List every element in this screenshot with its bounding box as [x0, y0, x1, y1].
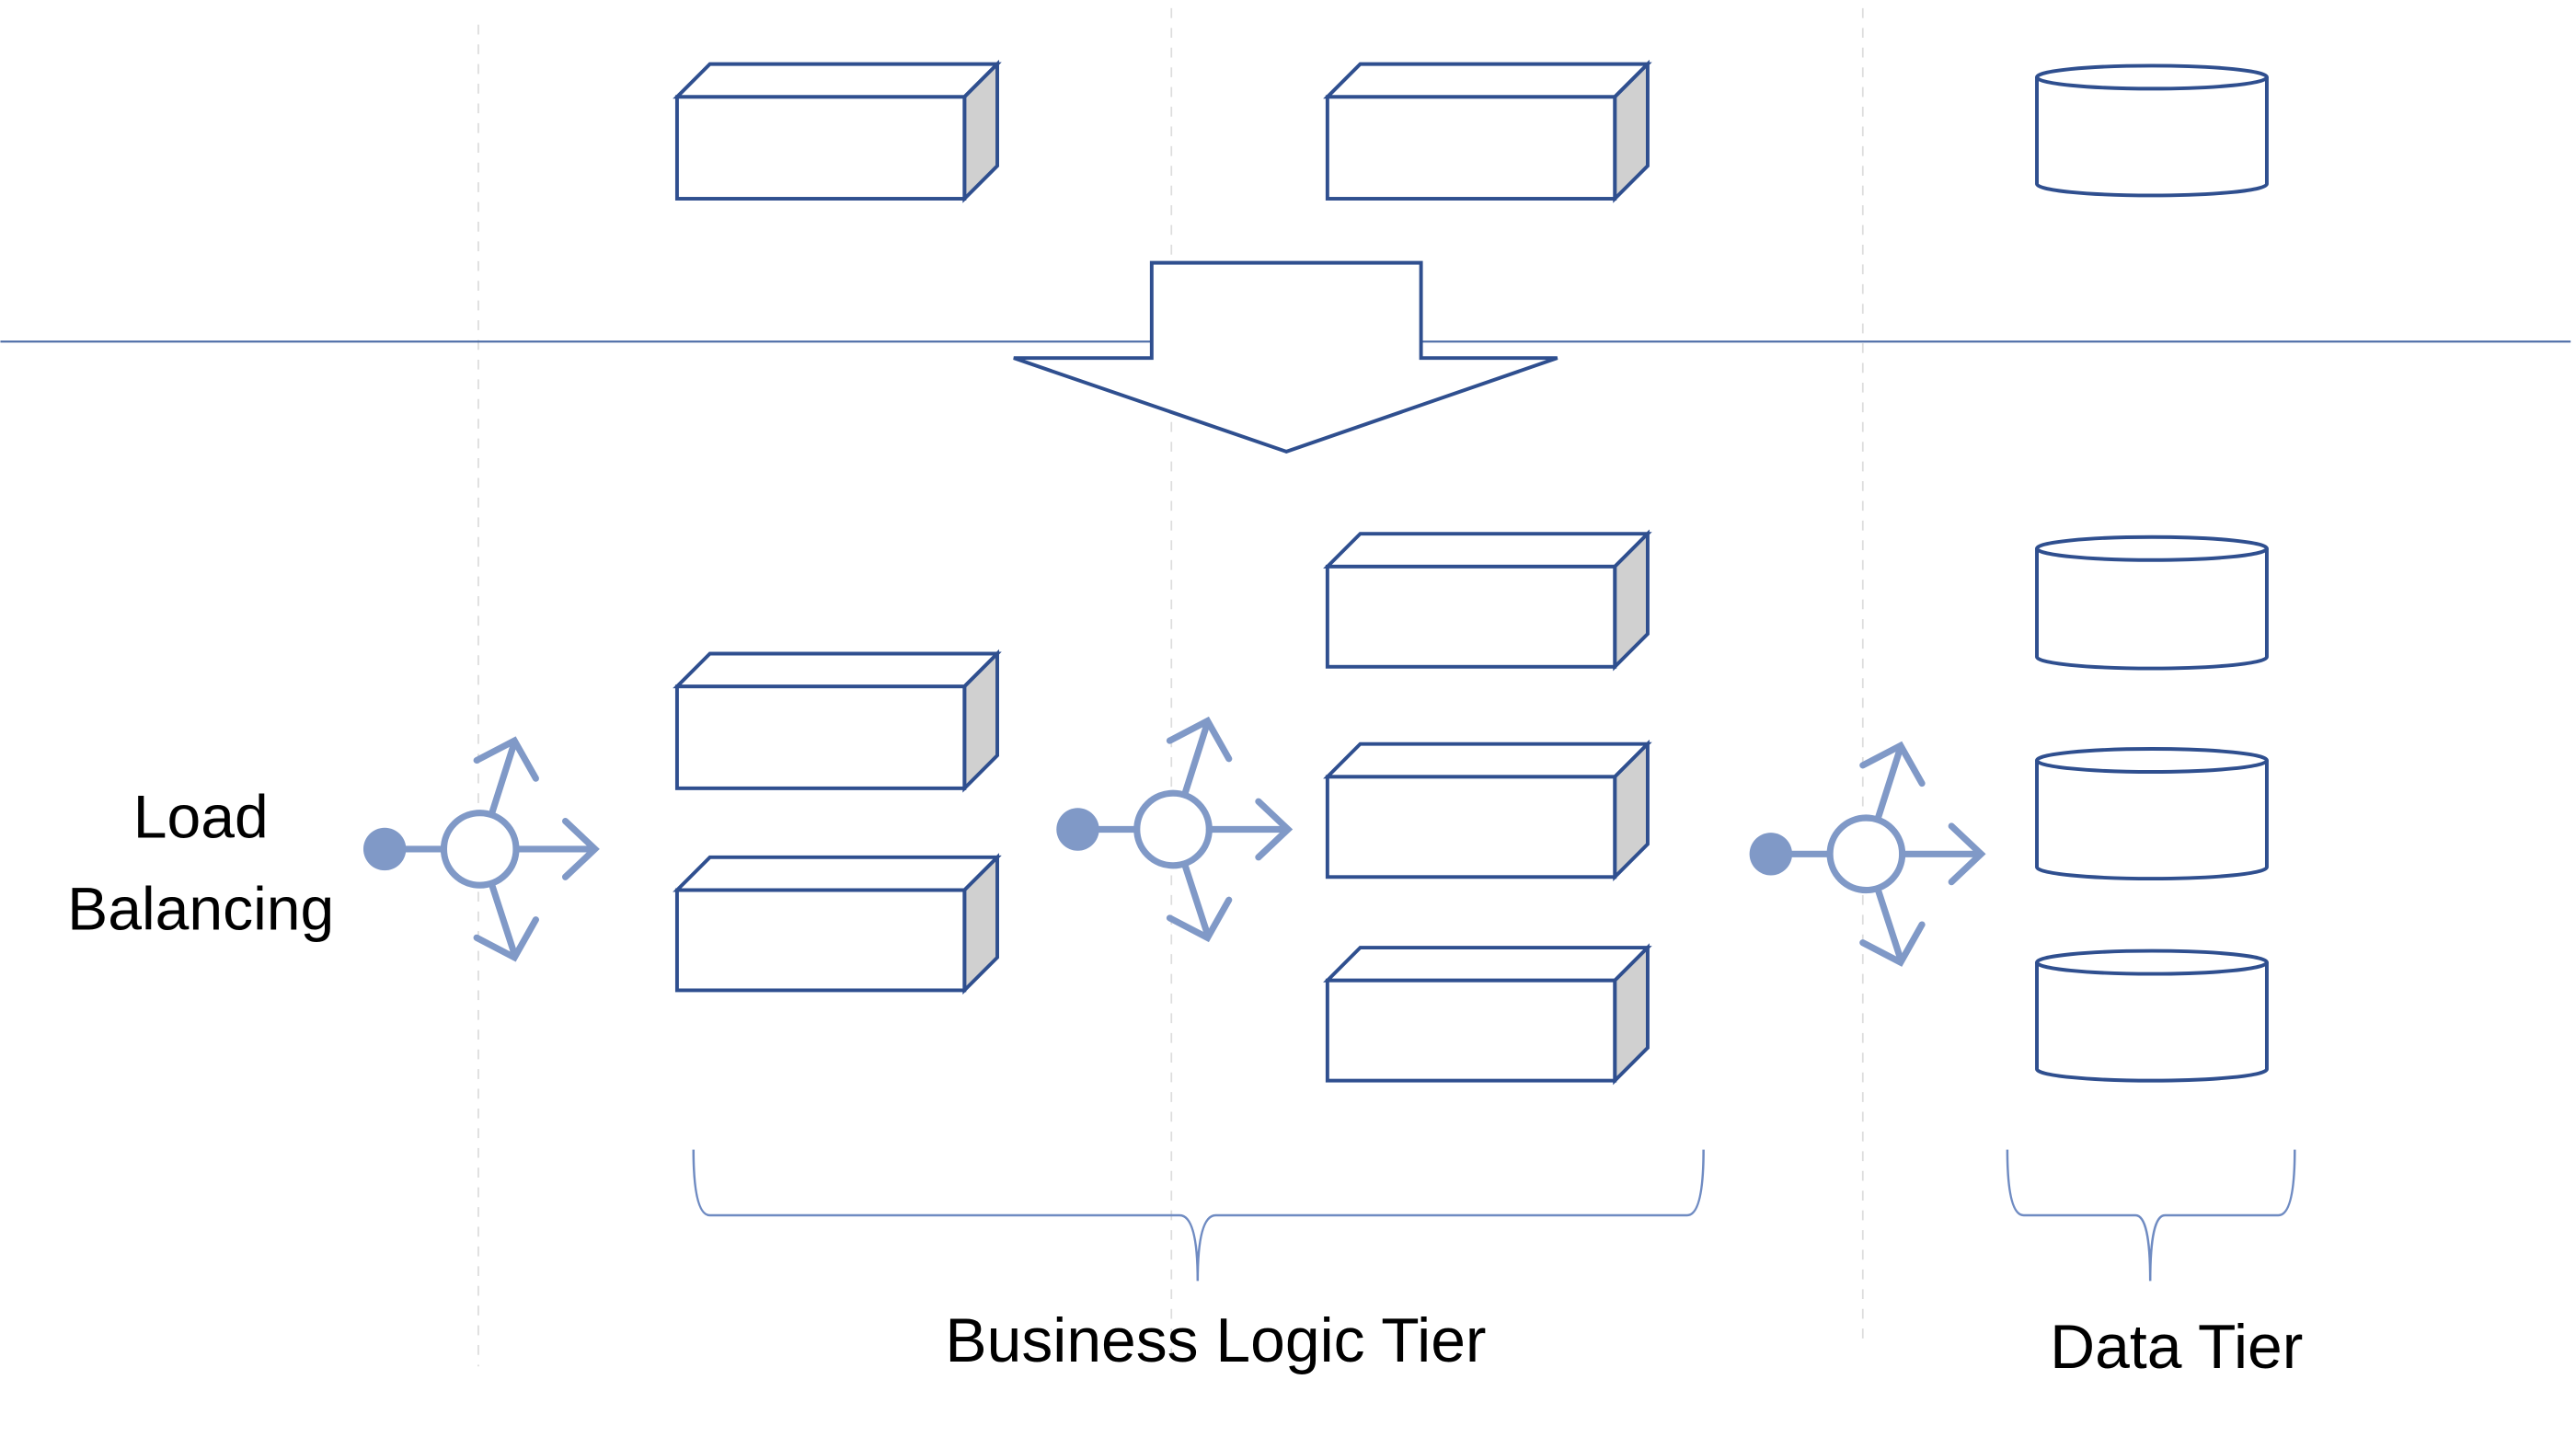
- load-balancing-label-line1: Load: [133, 782, 269, 850]
- server-node-top-1: [673, 59, 1002, 203]
- database-top: [2035, 63, 2269, 198]
- load-balancer-3-icon: [1749, 741, 1986, 967]
- database-1: [2035, 535, 2269, 671]
- data-tier-brace: [2006, 1149, 2296, 1282]
- server-node-top-2: [1323, 59, 1652, 203]
- data-tier-label: Data Tier: [2050, 1313, 2303, 1382]
- business-logic-brace: [692, 1149, 1705, 1282]
- column-guides: [477, 7, 1864, 1367]
- load-balancer-2-icon: [1056, 716, 1294, 943]
- database-3: [2035, 948, 2269, 1083]
- server-node-3c: [1323, 943, 1652, 1086]
- server-node-2a: [673, 649, 1002, 793]
- database-2: [2035, 747, 2269, 881]
- server-node-2b: [673, 853, 1002, 995]
- server-node-3b: [1323, 739, 1652, 882]
- server-node-3a: [1323, 529, 1652, 672]
- business-logic-tier-label: Business Logic Tier: [945, 1306, 1486, 1375]
- scale-out-arrow: [1013, 260, 1558, 454]
- load-balancer-1-icon: [362, 736, 600, 962]
- load-balancing-label-line2: Balancing: [67, 874, 334, 942]
